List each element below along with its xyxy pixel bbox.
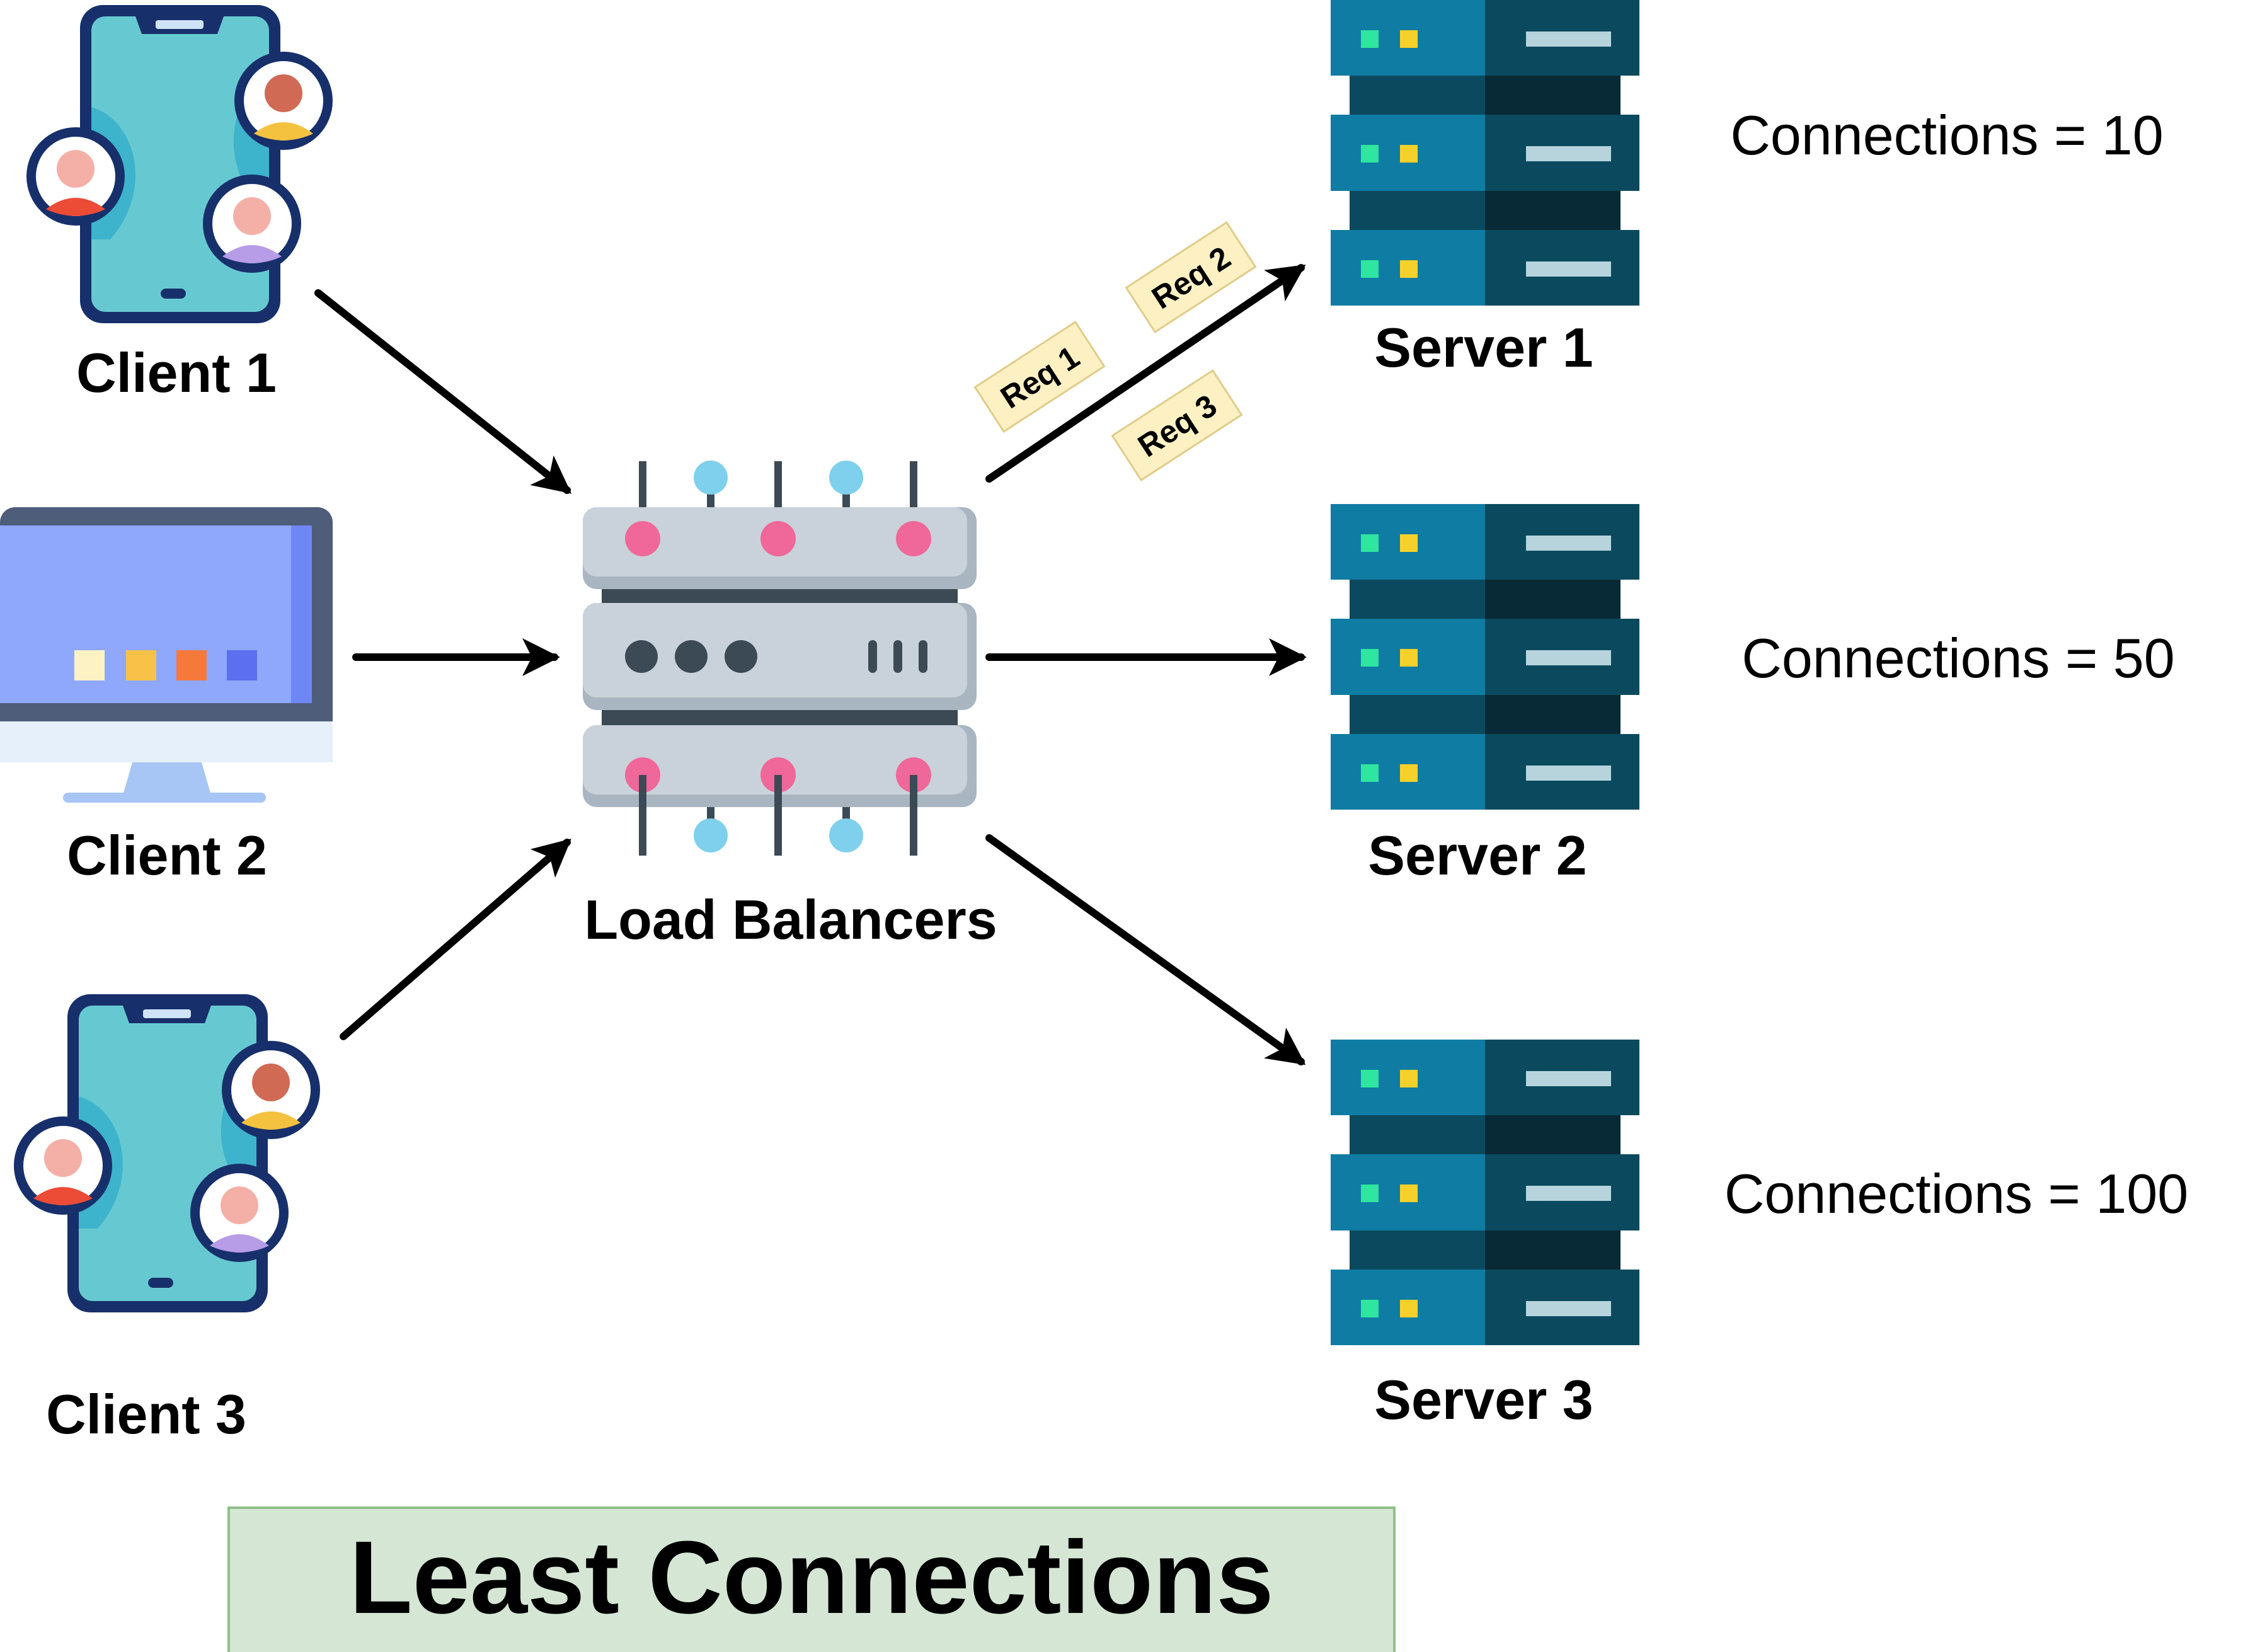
- server-2-connections: Connections = 50: [1741, 627, 2174, 689]
- server-3-connections: Connections = 100: [1724, 1162, 2188, 1225]
- footer-title: Least Connections: [349, 1520, 1273, 1635]
- server-3-label: Server 3: [1374, 1368, 1593, 1431]
- client-3: Client 3: [14, 994, 320, 1445]
- load-balancer: Load Balancers: [583, 461, 997, 951]
- server-rack-icon: [1331, 0, 1639, 306]
- client-2: Client 2: [0, 507, 333, 886]
- client-3-label: Client 3: [46, 1383, 246, 1445]
- arrow-lb-to-server1: [985, 264, 1306, 483]
- client-2-label: Client 2: [67, 824, 267, 886]
- server-3: Server 3 Connections = 100: [1331, 1040, 2188, 1431]
- arrow-client3-to-lb: [340, 839, 571, 1040]
- footer-title-box: Least Connections: [227, 1506, 1396, 1652]
- desktop-monitor-icon: [0, 507, 333, 803]
- load-balancer-icon: [583, 461, 977, 856]
- server-1-label: Server 1: [1374, 316, 1593, 379]
- server-1: Server 1 Connections = 10: [1331, 0, 2164, 379]
- server-rack-icon: [1331, 504, 1639, 810]
- server-2-label: Server 2: [1368, 824, 1586, 886]
- client-1: Client 1: [26, 5, 333, 404]
- smartphone-icon: [14, 994, 320, 1312]
- server-rack-icon: [1331, 1040, 1639, 1345]
- arrows: [314, 264, 1307, 1065]
- load-balancer-label: Load Balancers: [584, 888, 997, 951]
- smartphone-icon: [26, 5, 333, 323]
- server-2: Server 2 Connections = 50: [1331, 504, 2175, 886]
- server-1-connections: Connections = 10: [1730, 104, 2163, 166]
- arrow-client1-to-lb: [314, 289, 572, 494]
- client-1-label: Client 1: [76, 341, 277, 404]
- arrow-lb-to-server3: [985, 834, 1306, 1065]
